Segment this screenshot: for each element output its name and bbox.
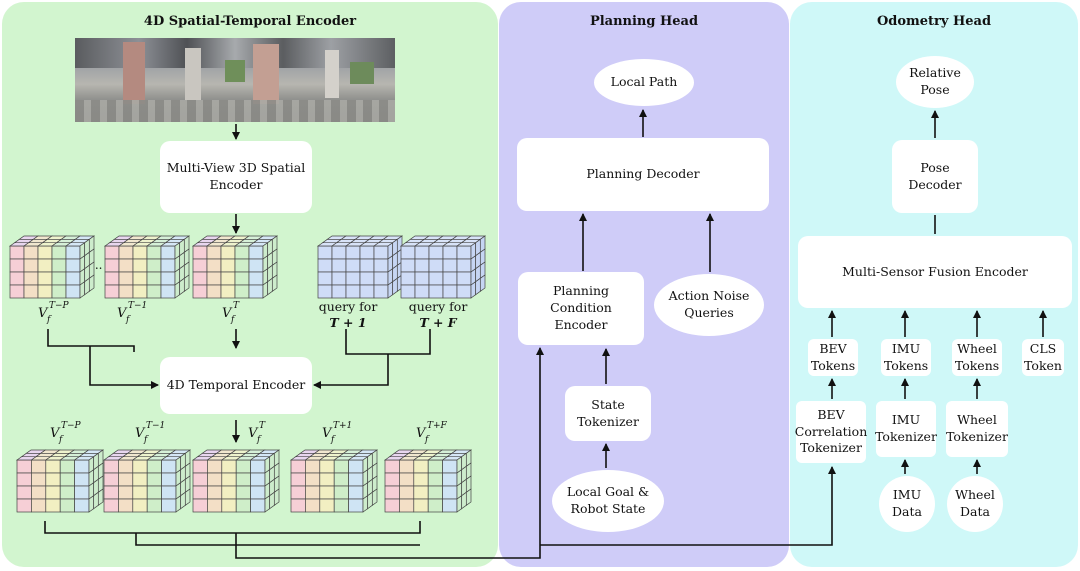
multi-sensor-fusion-encoder: Multi-Sensor Fusion Encoder bbox=[798, 236, 1072, 308]
pose-decoder: Pose Decoder bbox=[892, 140, 978, 213]
ellipsis-past: ... bbox=[91, 258, 103, 272]
feature-cube-t-minus-p bbox=[8, 235, 96, 299]
bottom-bus-1 bbox=[44, 521, 421, 534]
relative-pose-node: Relative Pose bbox=[896, 56, 974, 108]
cls-token: CLS Token bbox=[1022, 339, 1064, 376]
arrow-to-bev-tokenizer bbox=[540, 466, 836, 546]
panoramic-camera-image bbox=[75, 38, 395, 122]
wheel-tokenizer: Wheel Tokenizer bbox=[946, 401, 1008, 457]
output-cube-t-plus-1 bbox=[289, 449, 379, 513]
bev-tokens: BEV Tokens bbox=[808, 339, 858, 376]
line-queries bbox=[345, 329, 431, 355]
arrow-past-to-temporal bbox=[89, 346, 159, 389]
state-tokenizer: State Tokenizer bbox=[565, 386, 651, 441]
wheel-tokens: Wheel Tokens bbox=[952, 339, 1002, 376]
imu-tokens: IMU Tokens bbox=[881, 339, 931, 376]
action-noise-queries: Action Noise Queries bbox=[654, 274, 764, 336]
output-cube-t bbox=[191, 449, 281, 513]
local-goal-robot-state: Local Goal & Robot State bbox=[552, 470, 664, 532]
4d-temporal-encoder: 4D Temporal Encoder bbox=[160, 357, 312, 414]
arrow-to-planning-condition bbox=[235, 347, 544, 559]
output-cube-t-plus-f bbox=[383, 449, 473, 513]
wheel-data-node: Wheel Data bbox=[947, 476, 1003, 532]
feature-cube-t-minus-1 bbox=[103, 235, 191, 299]
query-t-plus-f-label: query for T + F bbox=[408, 299, 468, 331]
bev-correlation-tokenizer: BEV Correlation Tokenizer bbox=[795, 401, 867, 463]
planning-panel-title: Planning Head bbox=[589, 14, 699, 29]
arrow-queries-to-temporal bbox=[313, 354, 389, 389]
imu-tokenizer: IMU Tokenizer bbox=[875, 401, 937, 457]
feature-cube-t bbox=[191, 235, 279, 299]
imu-data-node: IMU Data bbox=[879, 476, 935, 532]
planning-condition-encoder: Planning Condition Encoder bbox=[518, 272, 644, 345]
bottom-bus-2 bbox=[135, 533, 420, 546]
encoder-panel-title: 4D Spatial-Temporal Encoder bbox=[143, 14, 357, 29]
local-path-node: Local Path bbox=[594, 59, 694, 106]
odometry-panel-title: Odometry Head bbox=[876, 14, 992, 29]
line-past-features bbox=[47, 329, 135, 352]
planning-decoder: Planning Decoder bbox=[517, 138, 769, 211]
query-cube-t-plus-f bbox=[399, 235, 487, 299]
multi-view-3d-spatial-encoder: Multi-View 3D Spatial Encoder bbox=[160, 141, 312, 213]
output-cube-t-minus-p bbox=[15, 449, 105, 513]
query-t-plus-1-label: query for T + 1 bbox=[318, 299, 378, 331]
output-cube-t-minus-1 bbox=[102, 449, 192, 513]
